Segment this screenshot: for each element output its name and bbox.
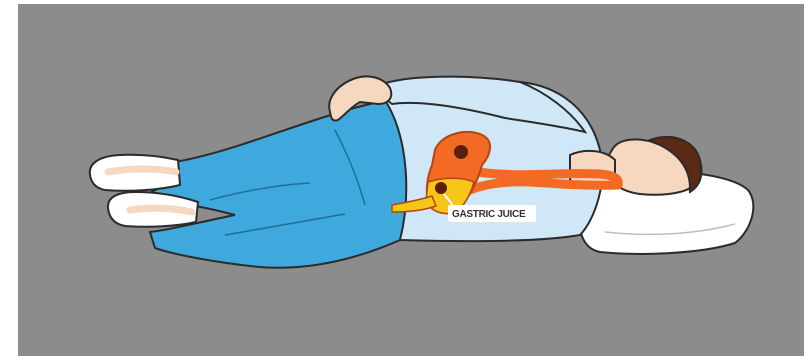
- gastric-juice-label: GASTRIC JUICE: [452, 209, 526, 220]
- stomach-marker-dot: [454, 145, 468, 159]
- upper-foot-sole: [108, 169, 176, 172]
- esophagus: [470, 172, 618, 190]
- gastric-juice-marker-dot: [435, 182, 447, 194]
- lower-foot-sole: [130, 208, 192, 212]
